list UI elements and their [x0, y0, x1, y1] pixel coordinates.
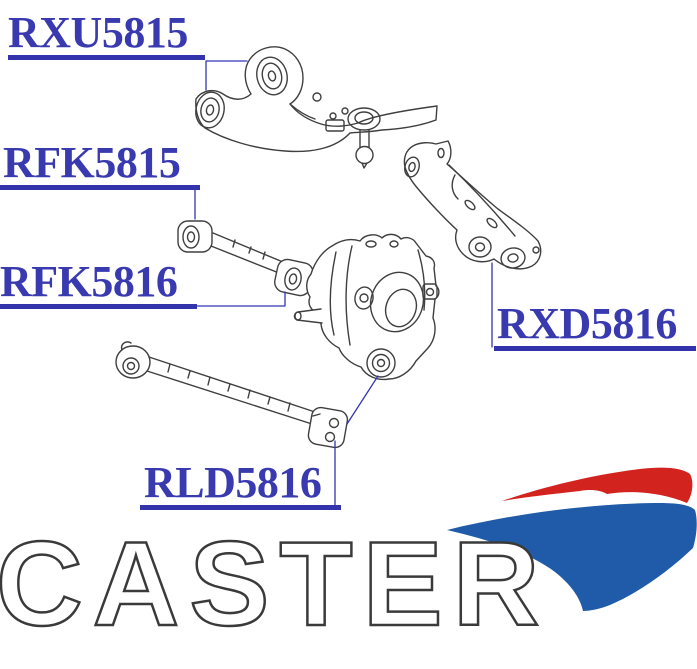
leader-rxu5815 — [205, 60, 248, 91]
knuckle-lower-bushing — [366, 348, 396, 378]
caster-swoosh — [447, 467, 697, 611]
part-label-rfk5816[interactable]: RFK5816 — [0, 260, 197, 309]
lower-arm-drawing — [115, 341, 349, 449]
lower-arm-rear-clevis — [307, 406, 349, 449]
part-label-rfk5815[interactable]: RFK5815 — [0, 141, 200, 190]
part-label-rld5816[interactable]: RLD5816 — [140, 461, 341, 510]
ball-joint — [347, 107, 381, 169]
trailing-arm-rear-bushing — [468, 236, 492, 258]
part-label-rxd5816[interactable]: RXD5816 — [494, 302, 696, 351]
leader-lines — [194, 60, 493, 507]
upper-arm-top-bushing — [256, 56, 288, 96]
trailing-arm-front-bushing — [404, 156, 420, 178]
leader-rld5816-a — [346, 375, 379, 425]
lateral-link-drawing — [177, 220, 314, 297]
swoosh-red — [502, 467, 693, 503]
leader-rfk5816 — [196, 291, 286, 307]
knuckle-drawing — [293, 233, 440, 381]
upper-arm-front-bushing — [195, 91, 225, 129]
trailing-arm-drawing — [403, 140, 542, 270]
knuckle-stub — [293, 308, 323, 324]
upper-control-arm-drawing — [195, 46, 438, 169]
part-label-rxu5815[interactable]: RXU5815 — [8, 11, 205, 60]
swoosh-blue — [447, 503, 697, 611]
caster-logo-text: CASTER — [0, 517, 550, 651]
